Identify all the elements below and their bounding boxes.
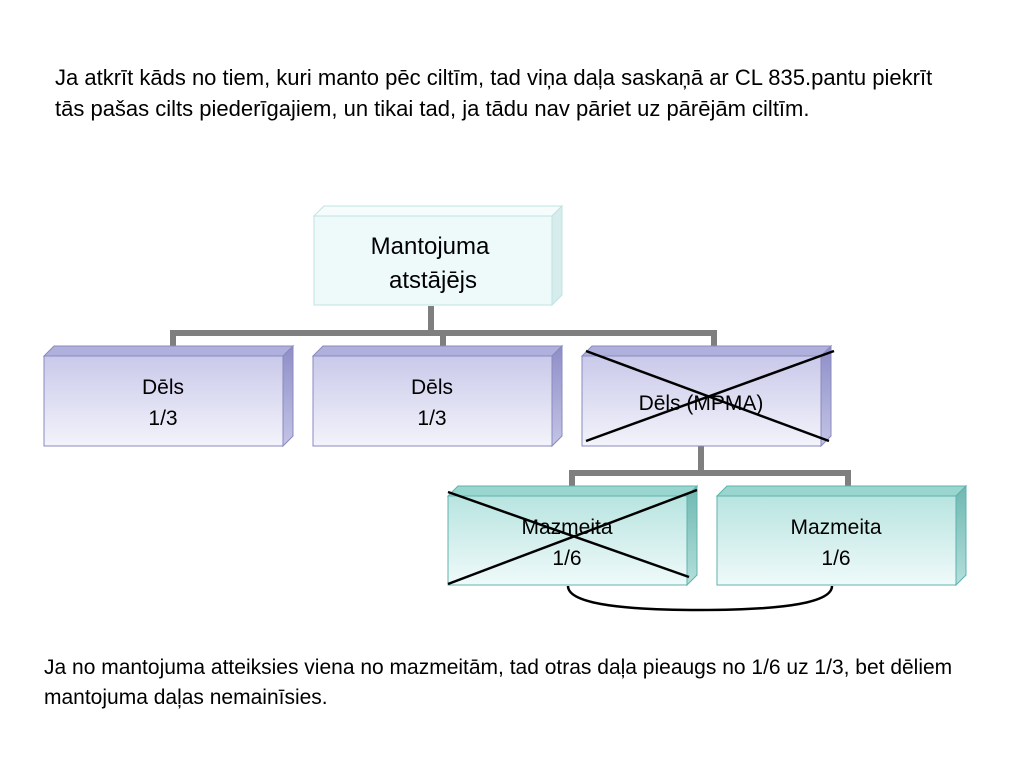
son-box-3: Dēls (MPMA) [580,344,835,448]
son-box-2: Dēls 1/3 [311,344,564,448]
granddaughter-2-name: Mazmeita [790,516,881,539]
granddaughter-1-name: Mazmeita [521,516,612,539]
granddaughter-1-share: 1/6 [552,547,581,570]
son-3-name: Dēls (MPMA) [639,392,764,415]
granddaughter-box-2: Mazmeita 1/6 [715,484,968,587]
root-box: Mantojuma atstājējs [312,204,564,307]
granddaughter-box-1: Mazmeita 1/6 [446,484,699,587]
intro-paragraph: Ja atkrīt kāds no tiem, kuri manto pēc c… [55,65,933,121]
cross-mark [447,488,698,586]
son-2-name: Dēls [411,376,453,399]
granddaughter-2-share: 1/6 [821,547,850,570]
cross-mark [585,349,835,443]
granddaughter-link-curve [566,585,834,612]
root-label-line1: Mantojuma [371,233,490,260]
son-2-share: 1/3 [417,407,446,430]
son-1-share: 1/3 [148,407,177,430]
son-box-1: Dēls 1/3 [42,344,295,448]
son-1-name: Dēls [142,376,184,399]
root-label-line2: atstājējs [389,267,477,294]
outro-paragraph: Ja no mantojuma atteiksies viena no mazm… [44,656,953,709]
cross-mark [447,490,690,579]
